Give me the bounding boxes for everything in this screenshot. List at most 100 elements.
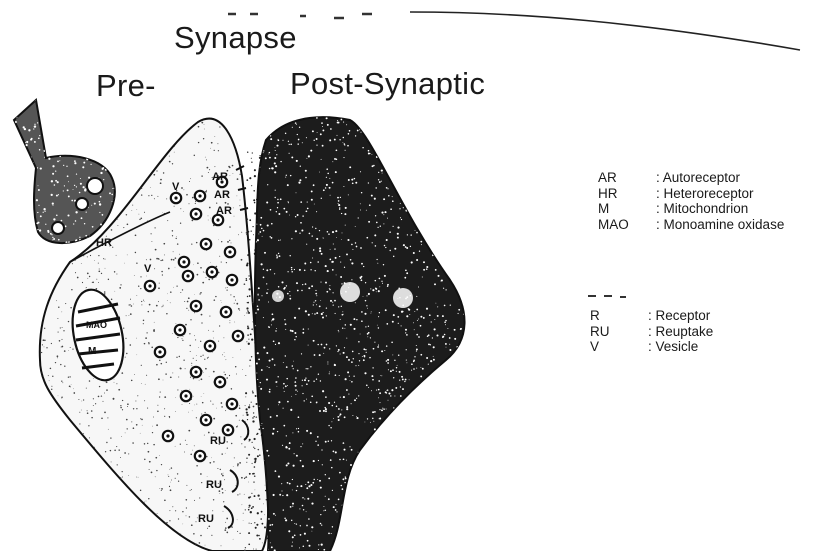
texture-speck	[189, 403, 190, 404]
texture-speck	[258, 294, 259, 295]
texture-speck	[246, 412, 248, 414]
vesicle-core	[216, 218, 219, 221]
texture-speck	[361, 279, 363, 281]
texture-speck	[190, 490, 191, 491]
texture-speck	[338, 499, 340, 501]
texture-speck	[445, 244, 446, 245]
texture-speck	[394, 529, 396, 531]
texture-speck	[308, 155, 310, 157]
texture-speck	[322, 111, 323, 112]
texture-speck	[478, 194, 479, 195]
texture-speck	[426, 308, 428, 310]
texture-speck	[390, 535, 392, 537]
texture-speck	[85, 125, 86, 126]
texture-speck	[314, 204, 315, 205]
texture-speck	[433, 401, 435, 403]
texture-speck	[112, 218, 113, 219]
texture-speck	[449, 517, 450, 518]
texture-speck	[316, 402, 318, 404]
texture-speck	[86, 212, 87, 213]
texture-speck	[325, 408, 327, 410]
texture-speck	[105, 164, 107, 166]
texture-speck	[339, 139, 340, 140]
texture-speck	[370, 337, 371, 338]
texture-speck	[266, 379, 268, 381]
texture-speck	[401, 436, 402, 437]
texture-speck	[202, 402, 204, 404]
texture-speck	[137, 189, 138, 190]
texture-speck	[416, 296, 417, 297]
texture-speck	[203, 138, 204, 139]
texture-speck	[471, 318, 472, 319]
texture-speck	[405, 332, 406, 333]
texture-speck	[404, 497, 406, 499]
texture-speck	[342, 488, 344, 490]
texture-speck	[368, 150, 370, 152]
texture-speck	[381, 170, 383, 172]
texture-speck	[248, 497, 250, 499]
texture-speck	[59, 340, 61, 342]
texture-speck	[67, 175, 69, 177]
texture-speck	[362, 147, 363, 148]
texture-speck	[361, 110, 363, 112]
legend-primary-meaning: : Monoamine oxidase	[656, 217, 784, 233]
texture-speck	[350, 464, 352, 466]
texture-speck	[57, 509, 59, 511]
texture-speck	[351, 279, 352, 280]
texture-speck	[249, 278, 250, 279]
texture-speck	[437, 216, 438, 217]
texture-speck	[431, 484, 432, 485]
texture-speck	[389, 481, 391, 483]
texture-speck	[52, 239, 53, 240]
texture-speck	[350, 522, 351, 523]
texture-speck	[454, 404, 456, 406]
texture-speck	[296, 282, 298, 284]
texture-speck	[254, 202, 256, 204]
texture-speck	[163, 305, 164, 306]
texture-speck	[447, 328, 448, 329]
texture-speck	[313, 249, 314, 250]
texture-speck	[391, 501, 393, 503]
texture-speck	[345, 324, 347, 326]
texture-speck	[54, 139, 55, 140]
texture-speck	[148, 311, 149, 312]
texture-speck	[386, 114, 387, 115]
texture-speck	[177, 337, 178, 338]
texture-speck	[414, 356, 415, 357]
texture-speck	[104, 412, 106, 414]
texture-speck	[248, 275, 249, 276]
texture-speck	[305, 377, 306, 378]
texture-speck	[147, 518, 148, 519]
texture-speck	[292, 536, 294, 538]
texture-speck	[249, 359, 251, 361]
texture-speck	[255, 527, 257, 529]
texture-speck	[254, 448, 255, 449]
texture-speck	[416, 368, 417, 369]
texture-speck	[146, 259, 147, 260]
texture-speck	[355, 135, 356, 136]
texture-speck	[82, 282, 83, 283]
texture-speck	[419, 542, 421, 544]
texture-speck	[271, 320, 272, 321]
texture-speck	[149, 304, 151, 306]
texture-speck	[358, 365, 359, 366]
texture-speck	[379, 494, 381, 496]
legend-secondary-abbreviation: V	[590, 339, 648, 355]
texture-speck	[471, 303, 472, 304]
texture-speck	[82, 456, 83, 457]
texture-speck	[164, 408, 165, 409]
texture-speck	[364, 130, 365, 131]
texture-speck	[468, 245, 469, 246]
texture-speck	[423, 261, 425, 263]
texture-speck	[469, 491, 470, 492]
texture-speck	[420, 217, 422, 219]
texture-speck	[295, 377, 297, 379]
texture-speck	[324, 407, 325, 408]
texture-speck	[344, 143, 345, 144]
texture-speck	[471, 126, 472, 127]
texture-speck	[436, 236, 438, 238]
texture-speck	[58, 127, 60, 129]
texture-speck	[478, 126, 479, 127]
texture-speck	[74, 160, 76, 162]
texture-speck	[440, 150, 442, 152]
